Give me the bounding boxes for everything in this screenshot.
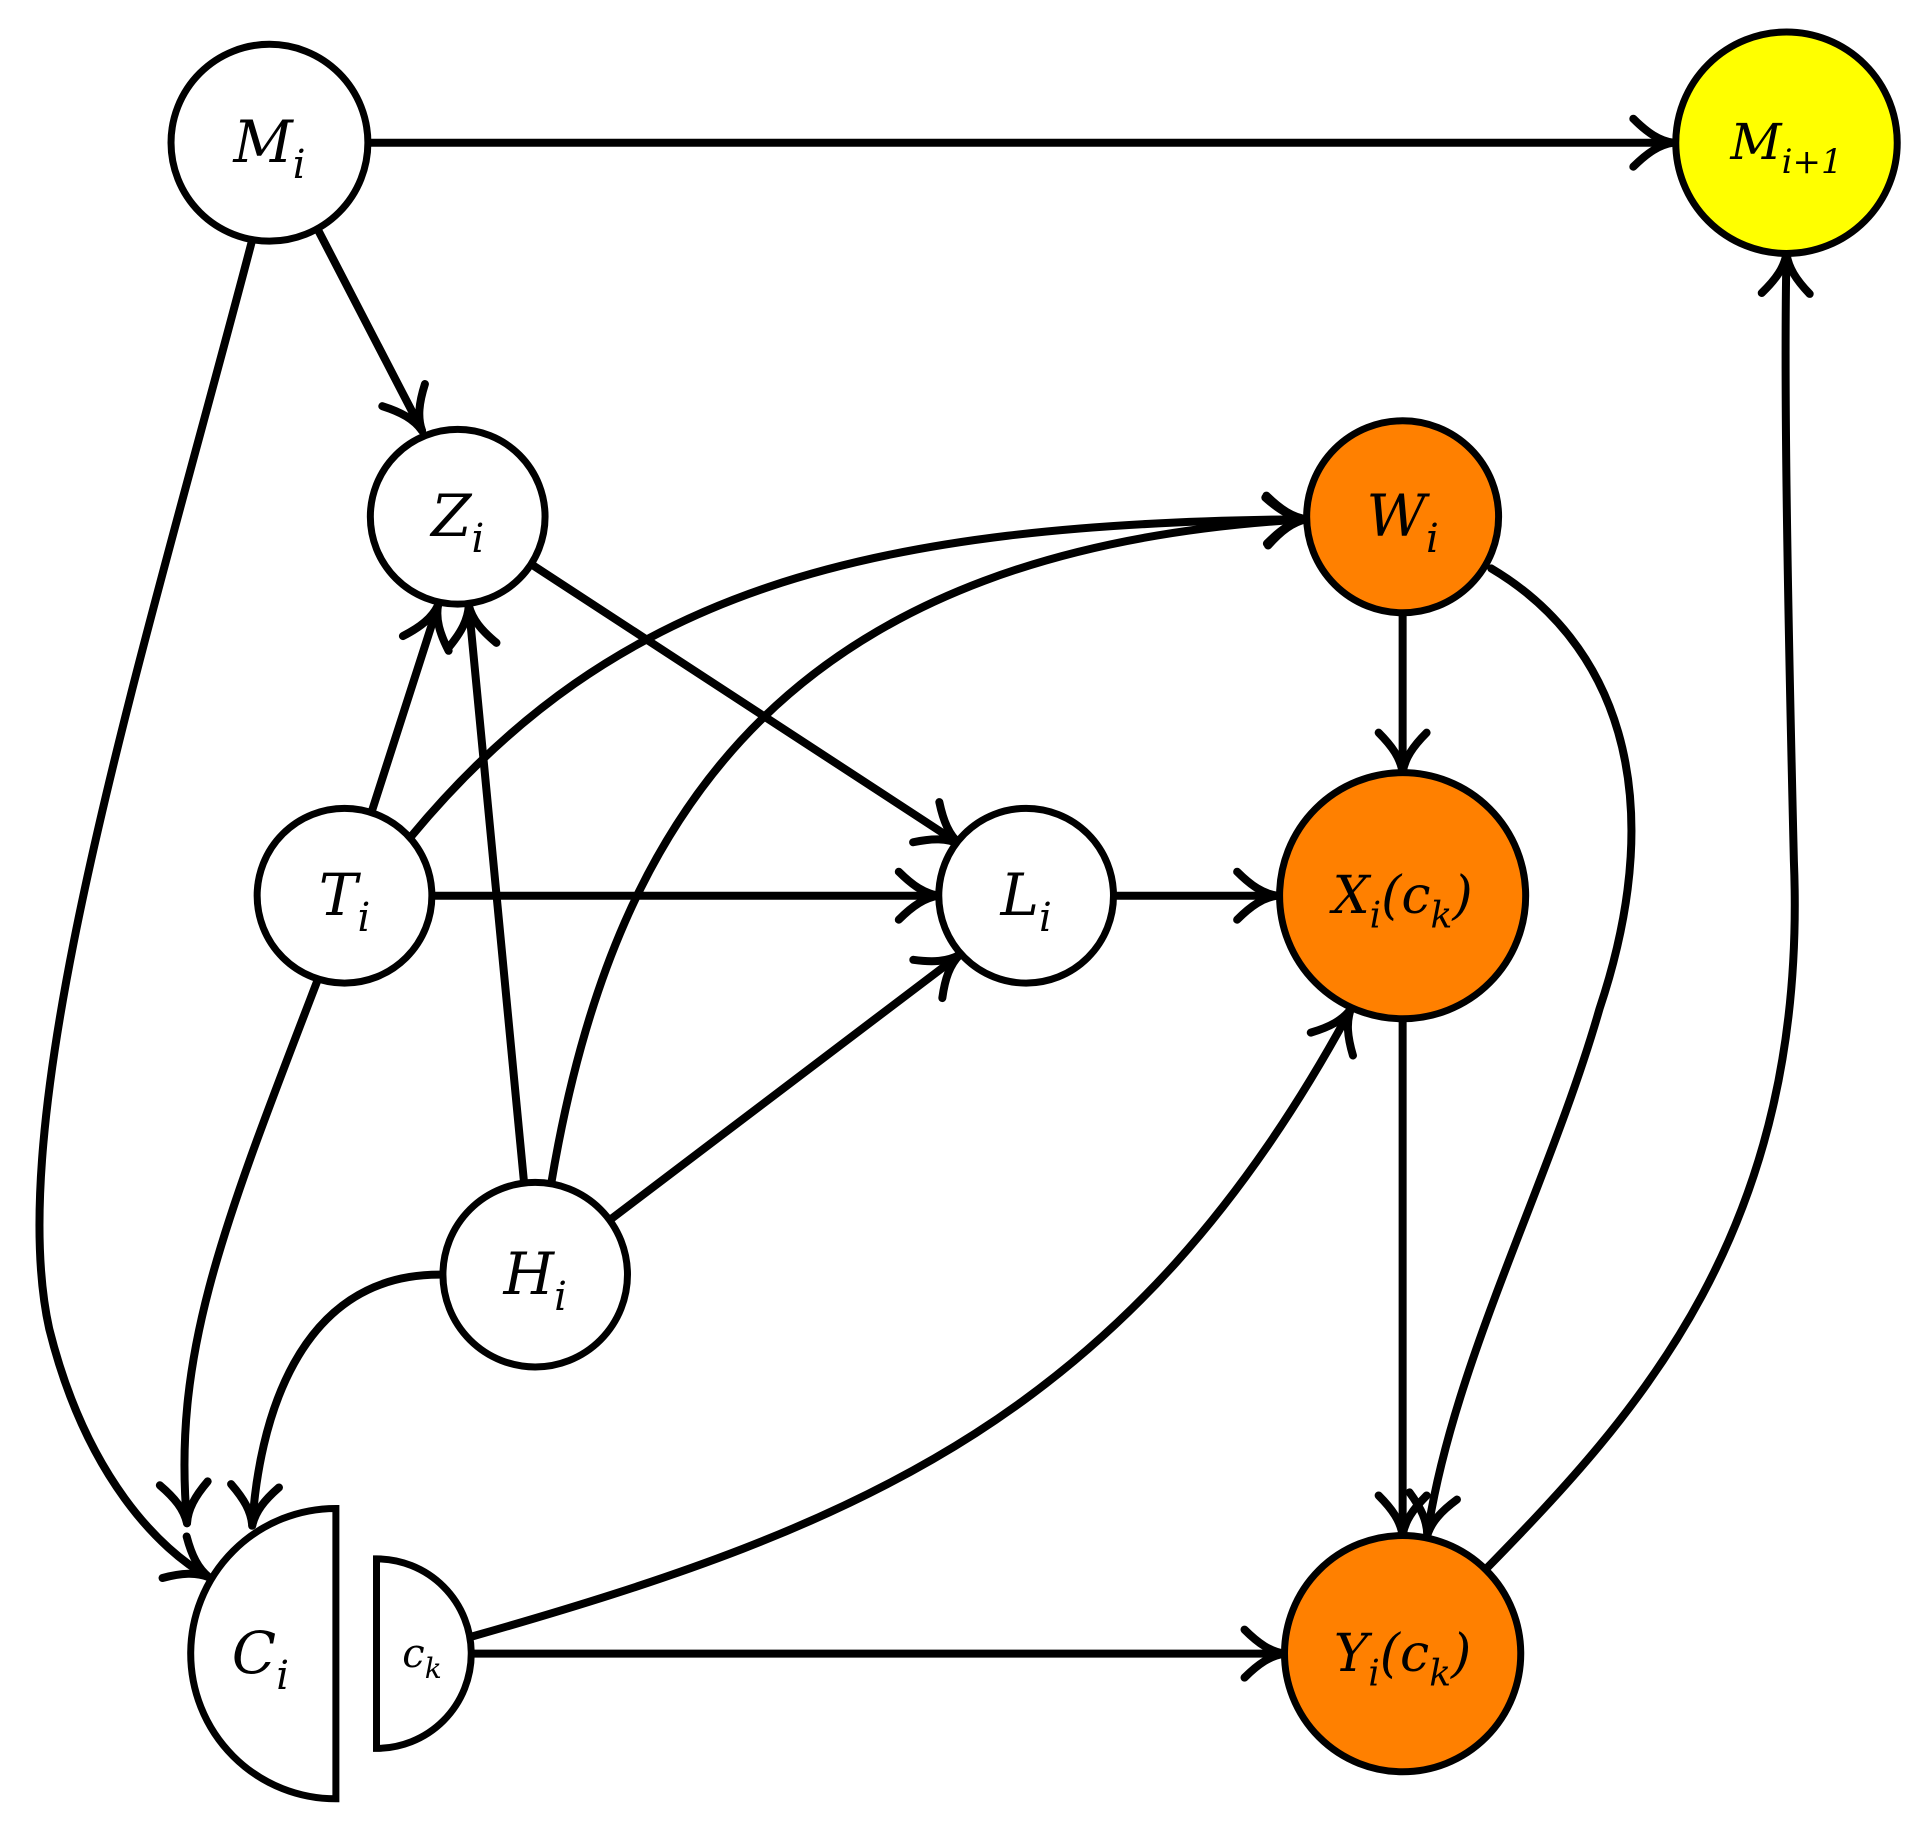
node-shape [1276,769,1530,1023]
node-shape [187,1504,340,1803]
node-c-k: ck [373,1555,475,1752]
label-suffix: (c [1380,1624,1429,1684]
label-subscript: i [276,1653,289,1699]
node-t-i: Ti [253,804,436,987]
node-shape [373,1555,475,1752]
node-label: Yi(ck) [1334,1624,1471,1695]
label-suffix-subscript: k [1431,895,1453,936]
label-base: c [402,1631,424,1677]
node-z-i: Zi [366,425,549,608]
edge-line [180,976,322,1528]
node-shape [1303,417,1503,617]
label-subscript: i [554,1274,567,1320]
edge-line [468,1004,1355,1641]
node-label: Ci [232,1619,289,1699]
edge-M_i-to-Z_i [313,224,429,435]
node-label: Ti [319,861,370,941]
edge-L_i-to-X_i [1109,867,1282,924]
edge-T_i-to-C_i [155,976,322,1528]
node-label: Xi(ck) [1329,866,1473,937]
node-label: Li [999,861,1051,941]
label-base: X [1329,866,1372,926]
edge-line [547,515,1311,1188]
edge-W_i-to-Y_i [1405,564,1636,1540]
edge-W_i-to-X_i [1374,611,1431,777]
label-subscript: i [1039,895,1052,941]
label-base: H [503,1240,556,1308]
node-shape [366,425,549,608]
node-m-i: Mi [167,40,372,245]
node-w-i: Wi [1303,417,1503,617]
edge-H_i-to-L_i [605,950,964,1225]
label-subscript: i [471,516,484,562]
edge-T_i-to-Z_i [367,601,453,817]
node-shape [1281,1532,1525,1776]
label-suffix-subscript: k [1429,1653,1451,1694]
edge-M_i-to-M_i1 [365,114,1678,171]
node-label: Mi [232,108,305,188]
edges [35,114,1814,1682]
label-suffix-end: ) [1451,866,1472,926]
edge-line [248,1270,444,1530]
label-base: W [1366,482,1430,550]
label-subscript: i [1426,516,1439,562]
edge-T_i-to-L_i [429,867,943,924]
edge-line [367,601,443,817]
label-base: M [232,108,294,176]
node-label: ck [402,1631,441,1685]
node-h-i: Hi [439,1178,631,1371]
edge-line [605,950,964,1225]
label-suffix-end: ) [1450,1624,1471,1684]
label-base: Z [429,482,473,550]
node-shape [1672,28,1901,257]
edge-Y_i-to-M_i1 [1482,249,1814,1573]
label-subscript: i [293,142,306,188]
node-x-i: Xi(ck) [1276,769,1530,1023]
label-suffix: (c [1381,866,1430,926]
edge-c_k-to-Y_i [468,1625,1289,1682]
node-shape [935,804,1117,987]
edge-line [464,601,529,1188]
node-label: Wi [1366,482,1438,562]
edge-line [1482,249,1799,1573]
edge-T_i-to-W_i [406,491,1311,841]
node-shape [253,804,436,987]
node-shape [439,1178,631,1371]
label-base: Y [1334,1624,1373,1684]
label-subscript: i+1 [1782,142,1843,182]
label-base: L [999,861,1039,929]
edge-X_i-to-Y_i [1374,1017,1431,1540]
node-label: Zi [429,482,484,562]
label-subscript: i [1368,1653,1380,1694]
label-subscript: i [357,895,370,941]
label-subscript: i [1370,895,1382,936]
arrowhead [227,1480,283,1530]
node-l-i: Li [935,804,1117,987]
arrowhead [155,1477,212,1528]
node-c-i: Ci [187,1504,340,1803]
label-base: M [1729,113,1783,171]
label-base: T [319,861,362,929]
edge-line [529,561,964,849]
node-m-i1: Mi+1 [1672,28,1901,257]
label-subscript: k [425,1652,442,1685]
edge-M_i-to-C_i [35,235,257,1582]
node-y-i: Yi(ck) [1281,1532,1525,1776]
node-label: Hi [503,1240,567,1320]
edge-line [313,224,427,435]
edge-H_i-to-C_i [227,1270,444,1530]
node-shape [167,40,372,245]
node-label: Mi+1 [1729,113,1842,182]
arrowhead [378,380,429,435]
edge-line [35,235,257,1582]
edge-line [406,515,1311,841]
edge-line [1423,564,1636,1540]
label-base: C [232,1619,276,1687]
